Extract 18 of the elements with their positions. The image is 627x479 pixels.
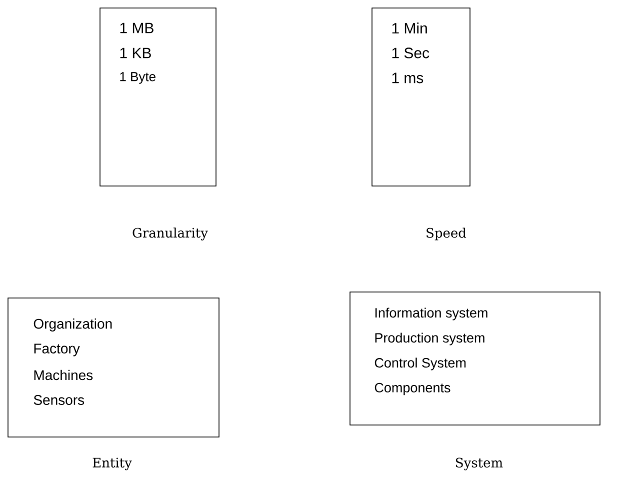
list-item: Control System [374,358,466,370]
list-item: Components [374,382,450,396]
box-heading: Entity [92,458,132,470]
list-item: 1 MB [120,22,154,34]
list-item: 1 Byte [120,72,156,84]
list-item: Sensors [34,395,84,405]
list-item: 1 KB [120,48,151,58]
list-item: Information system [375,308,488,320]
list-item: 1 Sec [392,48,430,58]
list-item: 1 Min [392,22,427,34]
list-item: 1 ms [392,72,424,84]
list-item: Machines [34,370,93,380]
box-heading: System [456,458,503,470]
box-heading: Speed [426,228,466,240]
list-item: Production system [375,332,484,346]
box-heading: Granularity [132,228,208,240]
list-item: Organization [34,318,112,332]
list-item: Factory [34,344,80,356]
